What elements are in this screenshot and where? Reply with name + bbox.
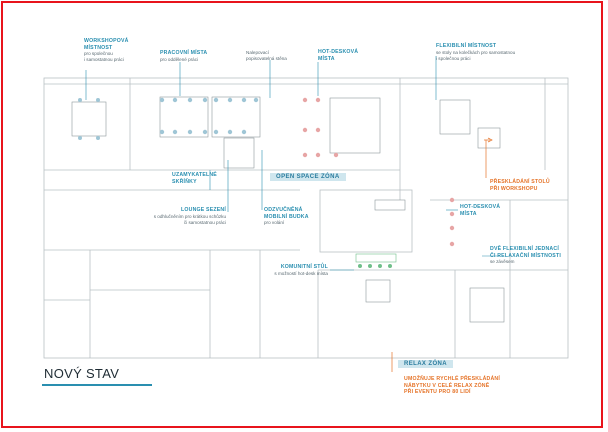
- workshop-room-title: WORKSHOPOVÁ MÍSTNOST: [84, 38, 129, 51]
- flexible-room-desc: se stoly na kolečkách pro samostatnou i …: [436, 50, 516, 61]
- flexible-room-title: FLEXIBILNÍ MÍSTNOST: [436, 43, 497, 49]
- title-underline: [42, 384, 152, 386]
- lockers-title: UZAMYKATELNÉ SKŘÍŇKY: [172, 172, 217, 185]
- workshop-room-desc: pro společnou i samostatnou práci: [84, 51, 124, 62]
- lounge-title: LOUNGE SEZENÍ: [181, 207, 226, 213]
- open-space-zone-banner: OPEN SPACE ZÓNA: [270, 173, 346, 181]
- work-places-title: PRACOVNÍ MÍSTA: [160, 50, 208, 56]
- phone-booth-desc: pro volání: [264, 220, 285, 225]
- relax-zone-banner: RELAX ZÓNA: [398, 360, 453, 368]
- work-places-desc: pro oddělené práci: [160, 57, 199, 62]
- page-title: NOVÝ STAV: [44, 366, 120, 381]
- community-table-desc: s možností hot-desk místa: [274, 271, 328, 276]
- red-frame: [1, 1, 603, 428]
- two-flex-rooms-desc: se závěsem: [490, 259, 515, 264]
- hot-desk-right-title: HOT-DESKOVÁ MÍSTA: [460, 204, 501, 217]
- lounge-desc: s odhlučněním pro krátkou schůzku či sam…: [153, 214, 226, 225]
- writable-wall-desc: Nalepovací popisovatelná stěna: [246, 50, 287, 61]
- community-table-title: KOMUNITNÍ STŮL: [280, 264, 328, 270]
- hot-desk-top-title: HOT-DESKOVÁ MÍSTA: [318, 49, 359, 62]
- two-flex-rooms-title: DVĚ FLEXIBILNÍ JEDNACÍ ČI RELAXAČNÍ MÍST…: [490, 246, 561, 259]
- relax-furniture-note: UMOŽŇUJE RYCHLÉ PŘESKLÁDÁNÍ NÁBYTKU V CE…: [404, 376, 500, 395]
- phone-booth-title: ODZVUČNĚNÁ MOBILNÍ BUDKA: [264, 207, 309, 220]
- rearrange-tables-note: PŘESKLÁDÁNÍ STOLŮ PŘI WORKSHOPU: [490, 179, 550, 192]
